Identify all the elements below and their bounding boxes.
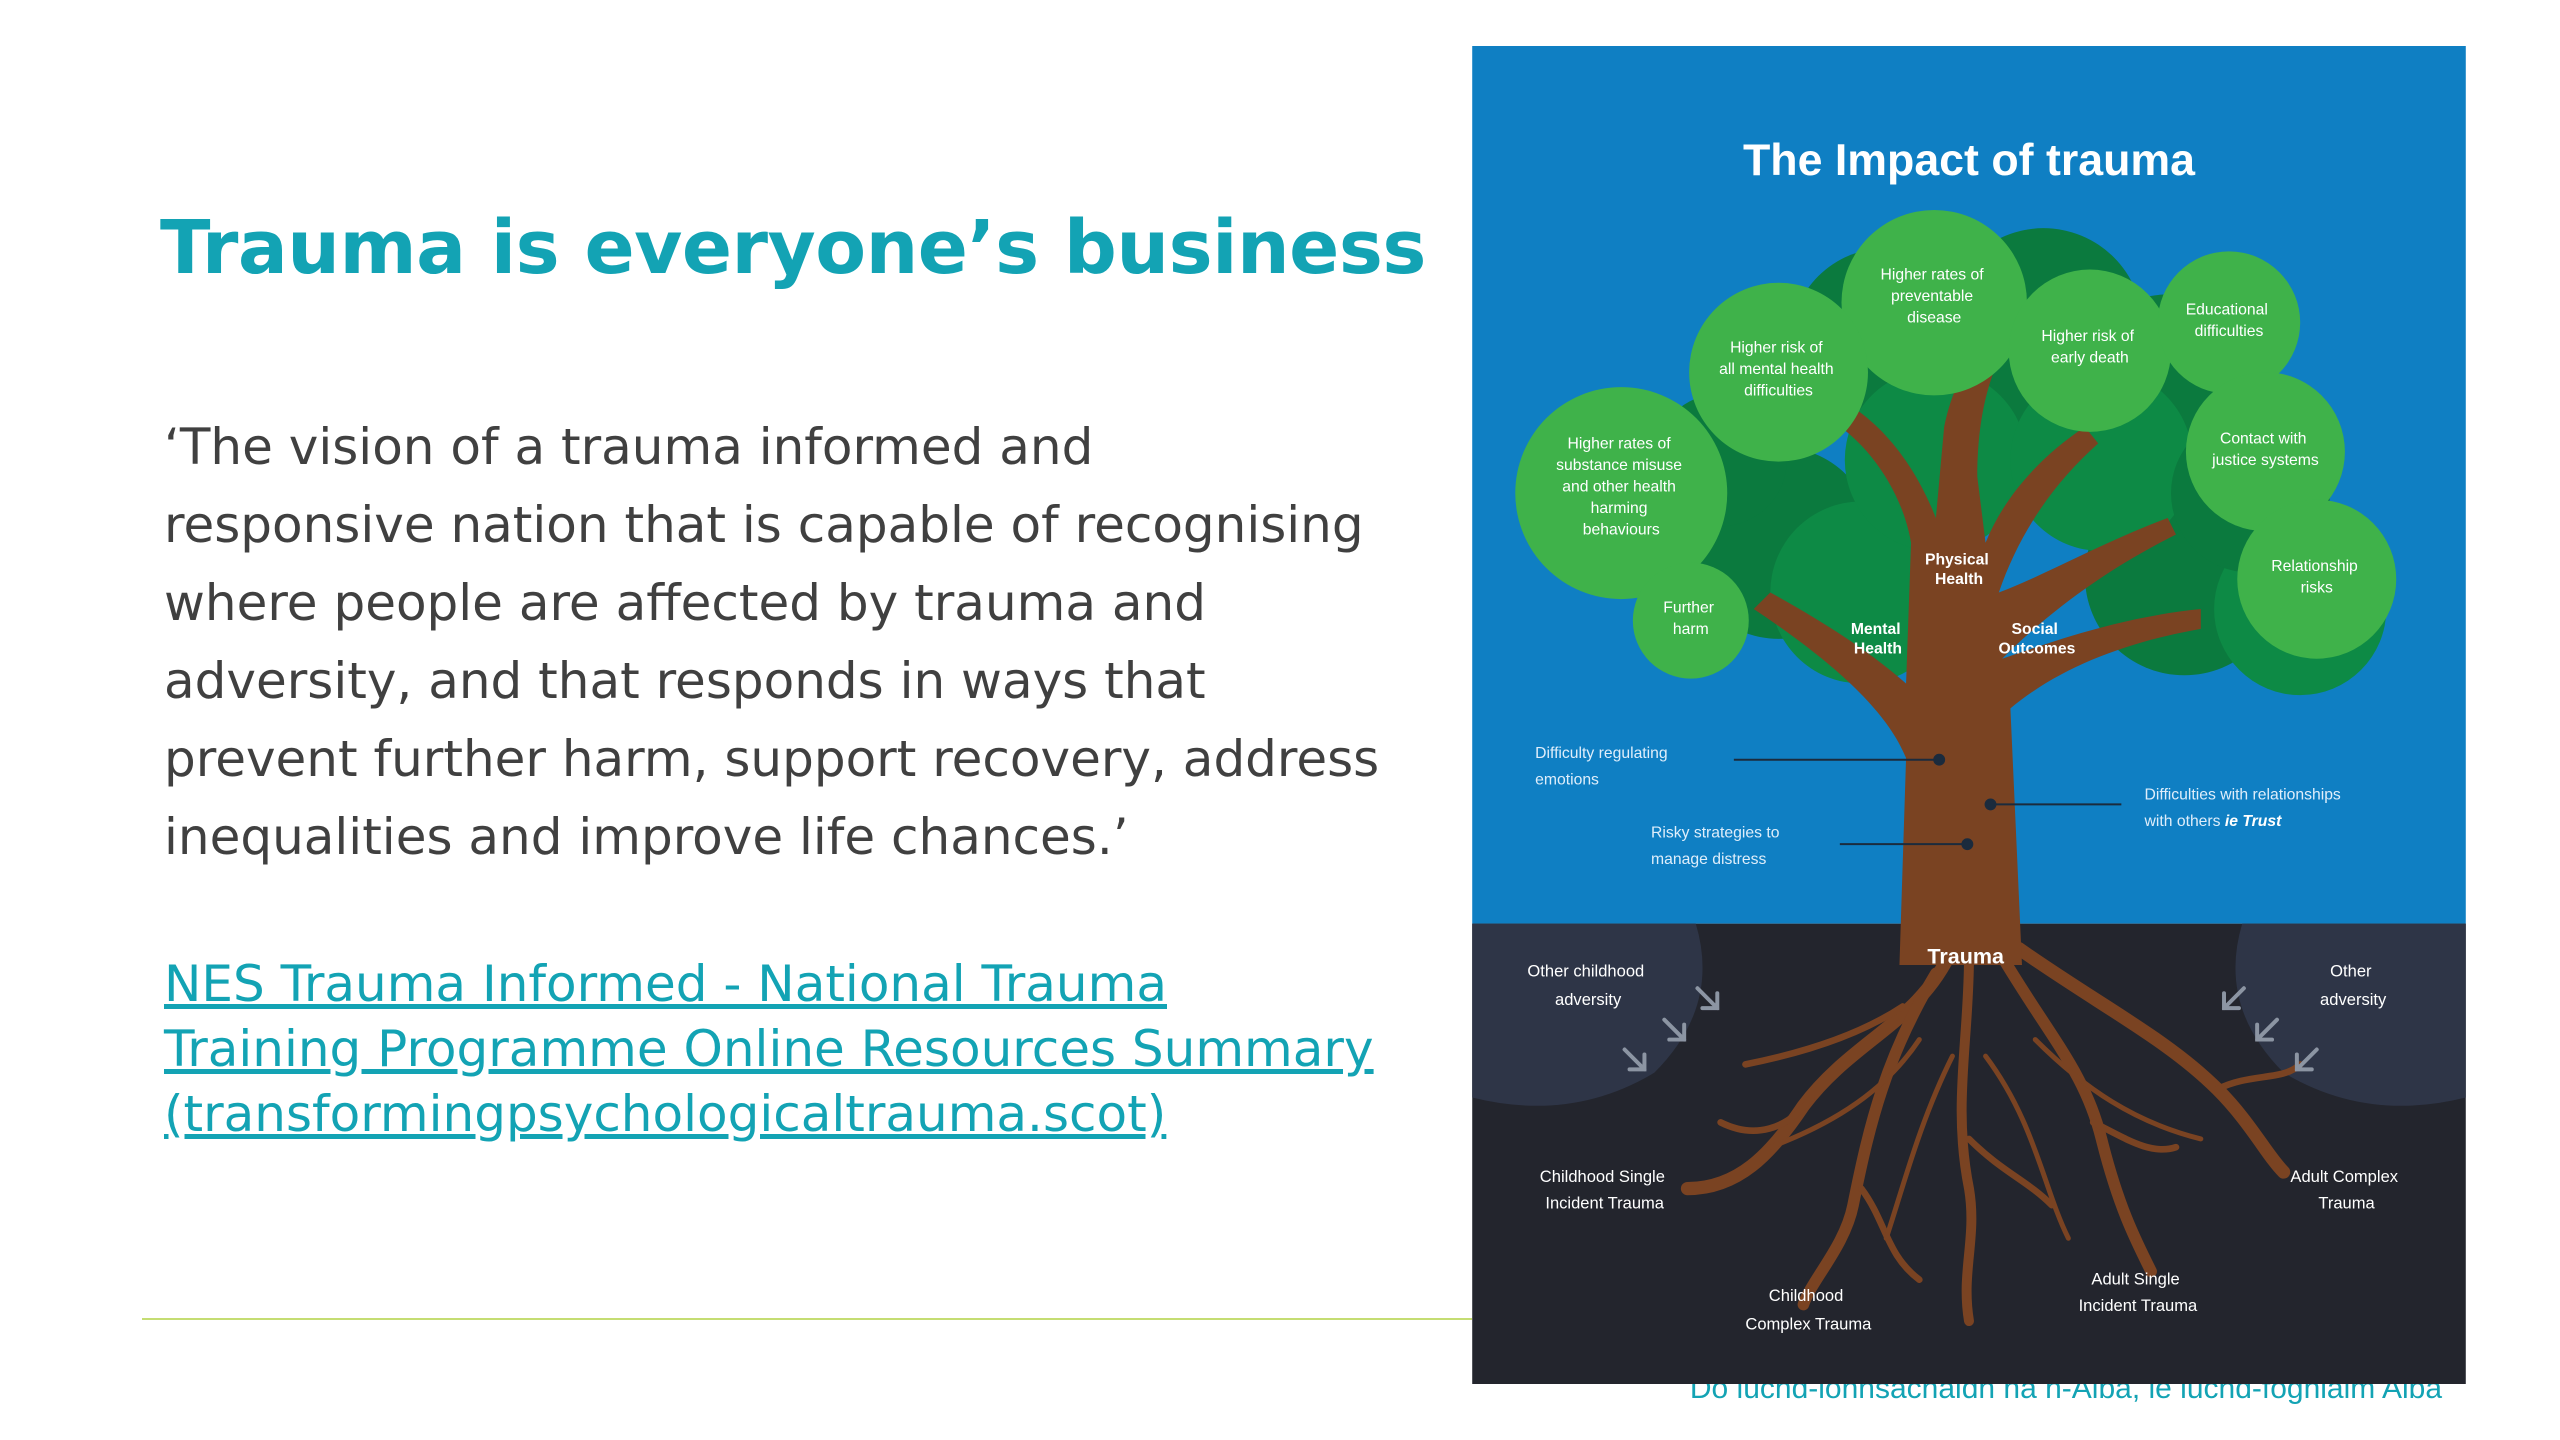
quote-line: inequalities and improve life chances.’ — [164, 808, 1129, 866]
bubble-preventable-disease — [1841, 209, 2027, 396]
slide-title: Trauma is everyone’s business — [160, 205, 1426, 291]
impact-bubbles — [1515, 209, 2397, 679]
bubble-educational-difficulties — [2157, 251, 2301, 394]
vision-quote: ‘The vision of a trauma informed and res… — [164, 408, 1380, 876]
mental-health-label: Mental Health — [1851, 621, 1905, 658]
childhood-complex-trauma-label: Childhood Complex Trauma — [1745, 1286, 1872, 1333]
quote-line: ‘The vision of a trauma informed and — [164, 418, 1094, 476]
mental-health-risk-label: Higher risk of all mental health difficu… — [1719, 339, 1838, 399]
tree-roots — [1680, 941, 2304, 1327]
trauma-label: Trauma — [1927, 944, 2005, 968]
justice-systems-label: Contact with justice systems — [2211, 430, 2319, 469]
quote-line: where people are affected by trauma and — [164, 574, 1206, 632]
substance-misuse-label: Higher rates of substance misuse and oth… — [1556, 435, 1686, 538]
other-childhood-adversity-label: Other childhood adversity — [1527, 962, 1648, 1009]
impact-of-trauma-infographic: The Impact of trauma — [1472, 46, 2466, 1384]
further-harm-label: Further harm — [1663, 599, 1718, 638]
bubble-further-harm — [1632, 562, 1749, 679]
poster-title: The Impact of trauma — [1743, 136, 2196, 185]
preventable-disease-label: Higher rates of preventable disease — [1880, 266, 1987, 326]
difficulty-regulating-emotions-label: Difficulty regulating emotions — [1535, 745, 1672, 788]
risky-strategies-label: Risky strategies to manage distress — [1651, 825, 1784, 868]
childhood-single-incident-label: Childhood Single Incident Trauma — [1540, 1167, 1670, 1212]
bubble-early-death — [2008, 269, 2172, 432]
early-death-label: Higher risk of early death — [2041, 328, 2138, 367]
link-line[interactable]: (transformingpsychologicaltrauma.scot) — [164, 1085, 1167, 1143]
other-adversity-label: Other adversity — [2320, 962, 2387, 1009]
adult-single-incident-label: Adult Single Incident Trauma — [2079, 1270, 2198, 1315]
bubble-mental-health-risk — [1689, 282, 1868, 462]
quote-line: responsive nation that is capable of rec… — [164, 496, 1364, 554]
adversity-arrows — [1622, 986, 2319, 1072]
tree-trunk — [1753, 344, 2201, 966]
physical-health-label: Physical Health — [1925, 551, 1993, 588]
footer-divider — [142, 1318, 1472, 1320]
social-outcomes-label: Social Outcomes — [1998, 621, 2075, 658]
quote-line: adversity, and that responds in ways tha… — [164, 652, 1206, 710]
link-line[interactable]: Training Programme Online Resources Summ… — [164, 1020, 1374, 1078]
educational-difficulties-label: Educational difficulties — [2186, 301, 2273, 340]
bubble-justice-systems — [2185, 372, 2345, 532]
bubble-relationship-risks — [2237, 499, 2397, 659]
adult-complex-trauma-label: Adult Complex Trauma — [2290, 1167, 2402, 1212]
difficulties-relationships-label: Difficulties with relationships with oth… — [2144, 786, 2346, 829]
trunk-annotation-lines — [1733, 753, 2122, 851]
bubble-substance-misuse — [1515, 387, 1728, 600]
relationship-risks-label: Relationship risks — [2271, 558, 2362, 597]
quote-line: prevent further harm, support recovery, … — [164, 730, 1380, 788]
ground-shade-right — [2235, 923, 2466, 1106]
resources-link[interactable]: NES Trauma Informed - National Trauma Tr… — [164, 952, 1414, 1147]
link-line[interactable]: NES Trauma Informed - National Trauma — [164, 955, 1167, 1013]
